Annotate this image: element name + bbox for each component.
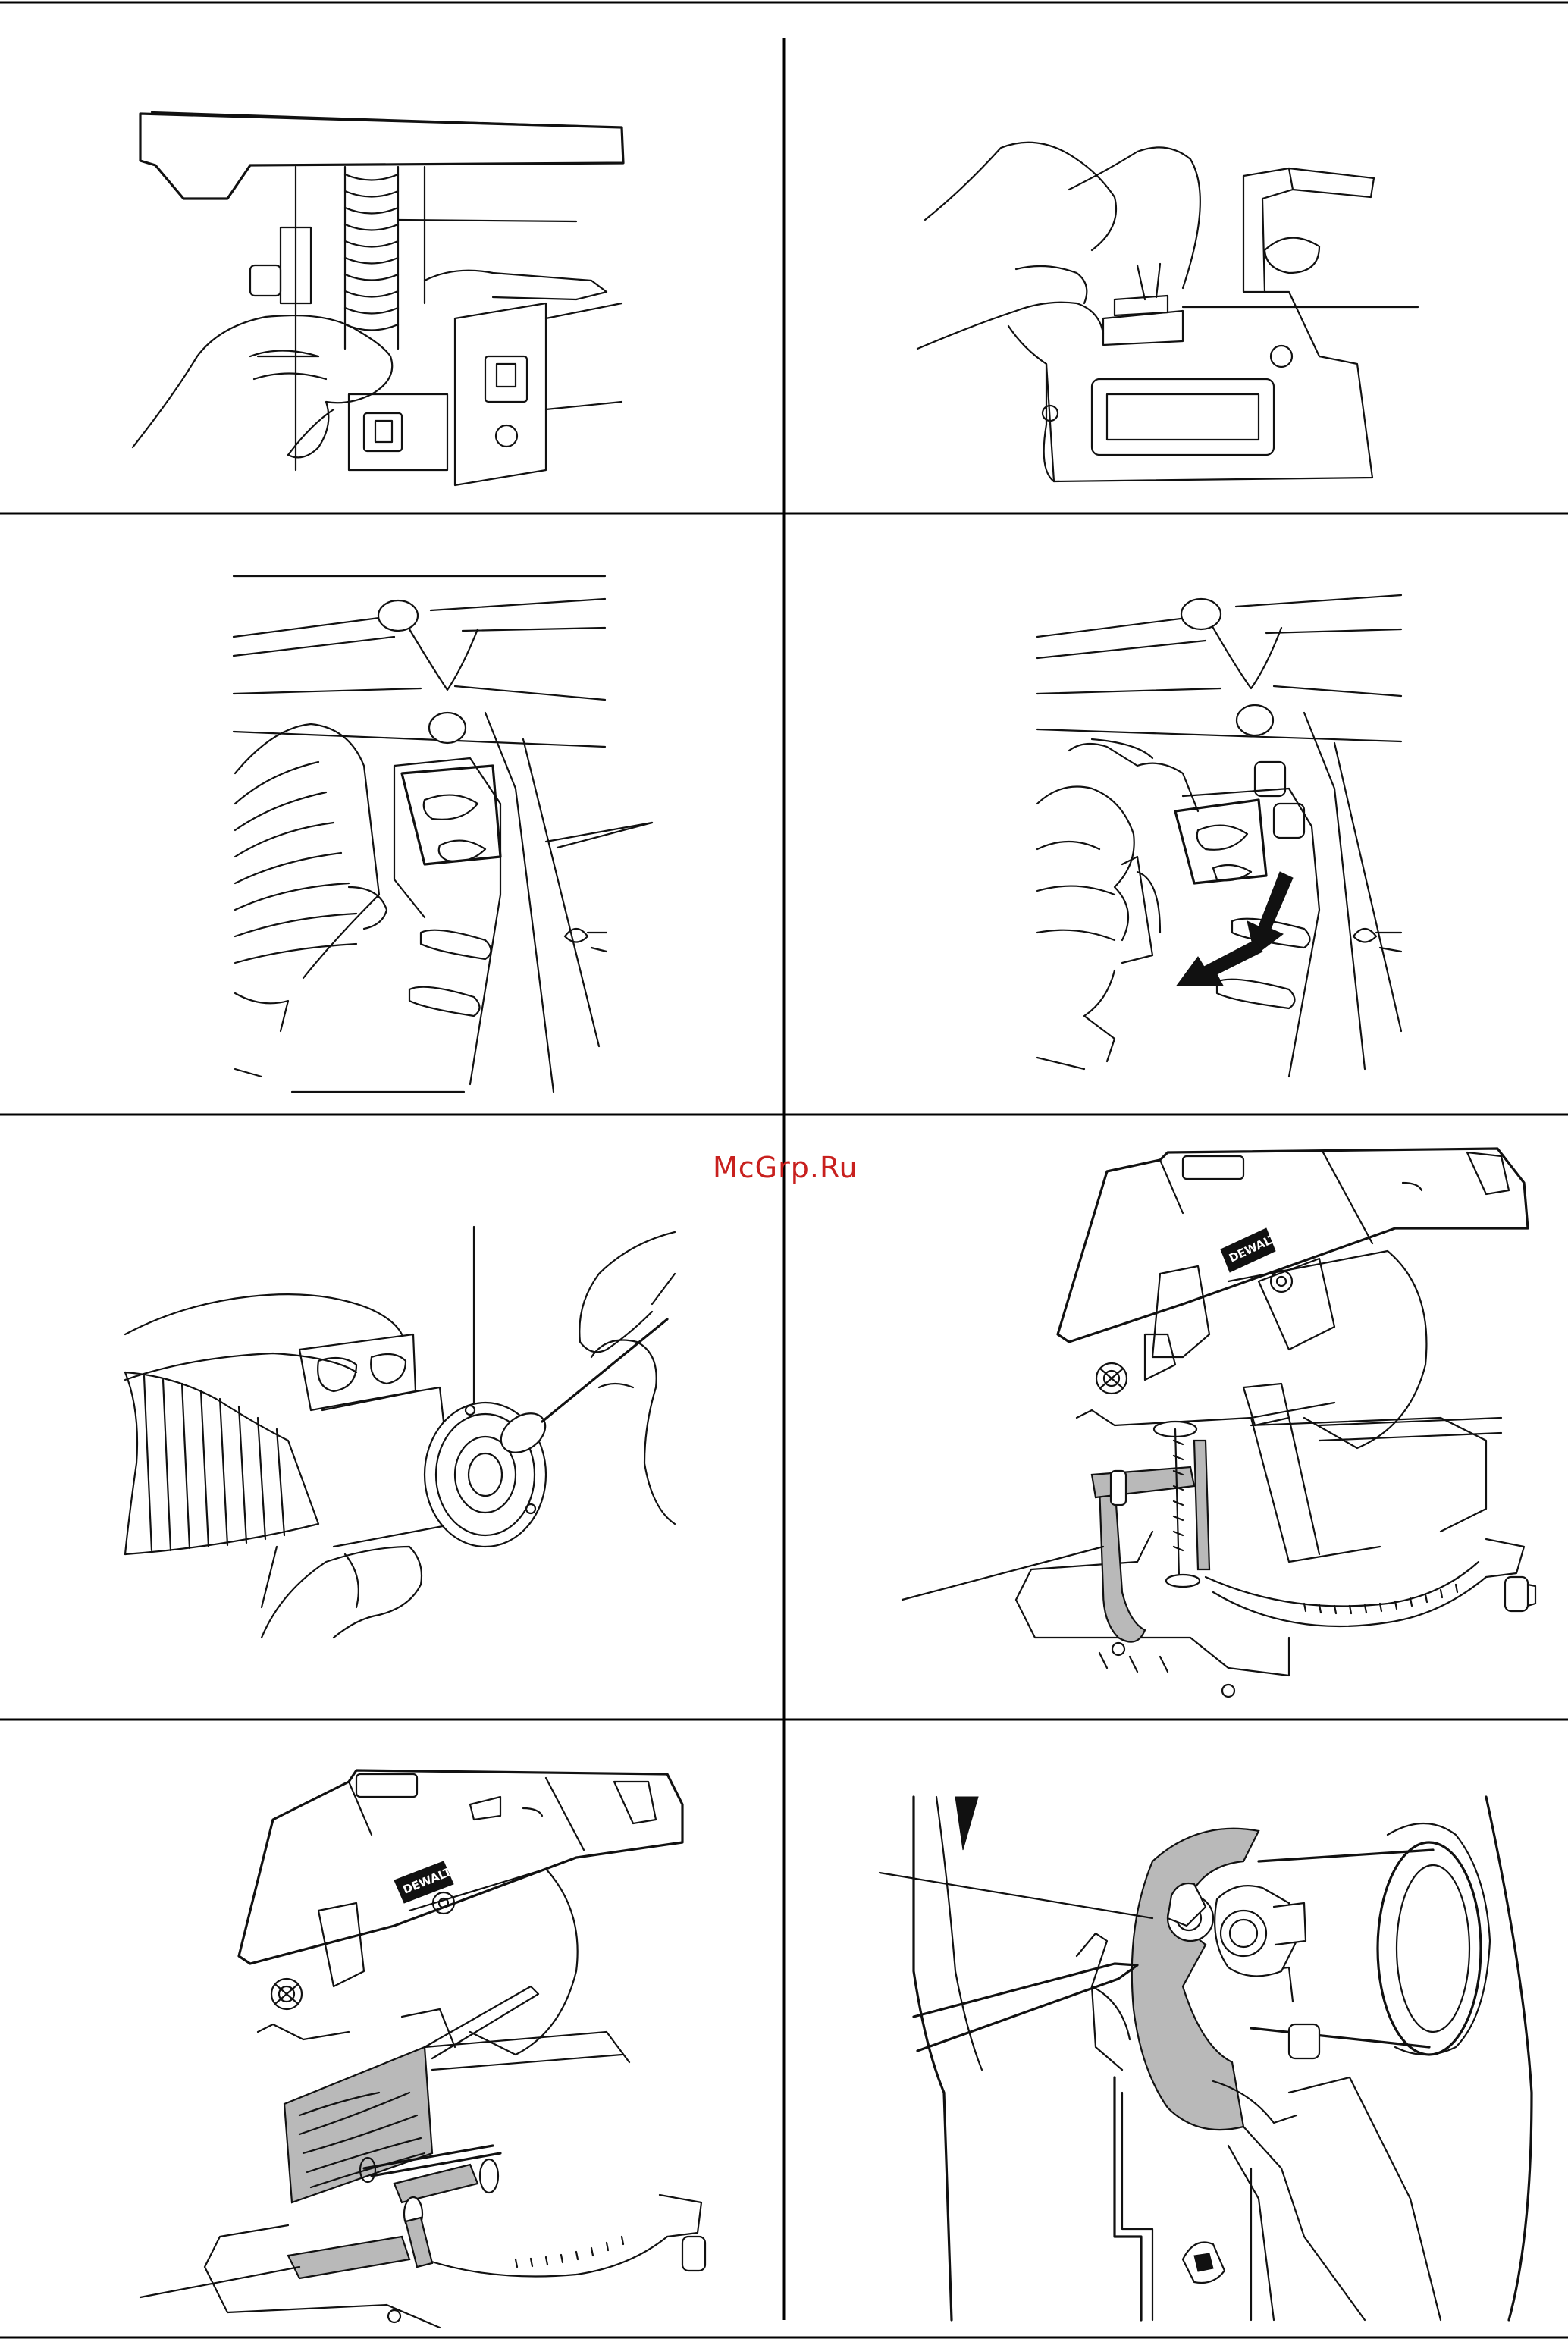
fig-material-clamp: DEWALT [902,1149,1535,1697]
fig-dust-outlet-detail [234,576,652,1092]
fig-dust-outlet-arrows [1037,595,1401,1077]
corrugated-hose [345,167,398,349]
fig-clamp-workpiece: DEWALT [140,1770,705,2328]
hand-outline [1037,787,1160,1062]
tilt-knob [1096,1363,1127,1394]
screwdriver [914,1964,1137,2051]
hand-outline [262,1547,422,1638]
hand-outline [125,1294,402,1380]
fig-port-cleaning [125,1227,675,1638]
hand-outline [133,315,392,457]
brand-logo: DEWALT [1221,1228,1280,1272]
fig-dust-hose-top [133,112,623,485]
direction-arrows [1177,872,1293,986]
fig-blade-wrench [880,1797,1532,2320]
tilt-knob [271,1979,302,2009]
hand-outline [917,143,1200,481]
watermark: McGrp.Ru [713,1151,858,1184]
corrugated-hose [125,1372,318,1554]
brand-logo: DEWALT [394,1861,454,1903]
material-clamp [1092,1422,1209,1642]
fig-dust-port-hand [917,143,1418,481]
corrugated-hose [235,724,387,978]
blade-wrench [1132,1829,1259,2130]
